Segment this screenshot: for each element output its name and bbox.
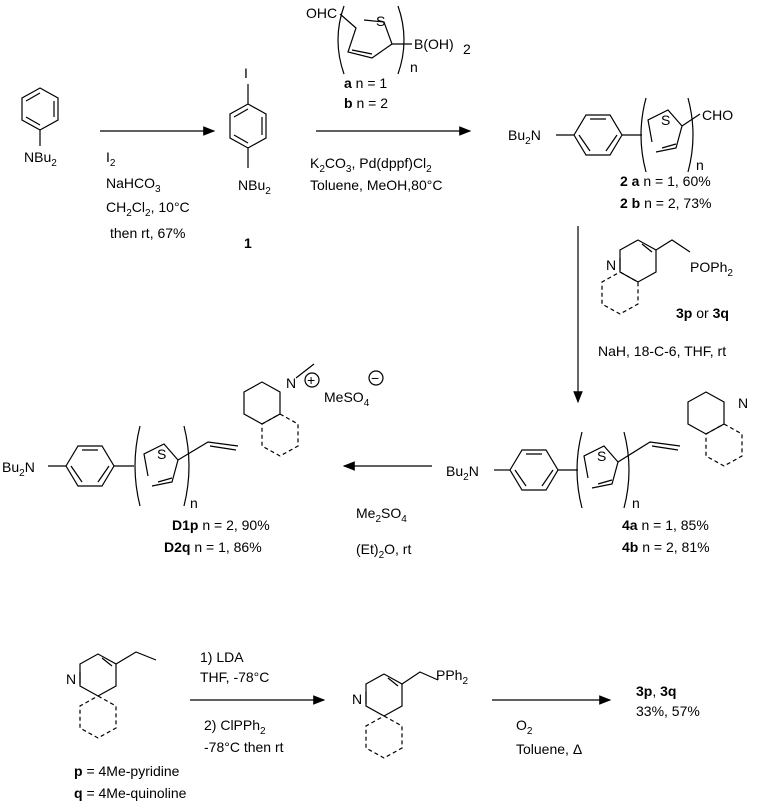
svg-text:CHO: CHO xyxy=(702,107,733,123)
svg-text:2 b n = 2, 73%: 2 b n = 2, 73% xyxy=(620,195,711,211)
lower-step2-conditions: O2 Toluene, Δ xyxy=(516,717,582,757)
svg-text:N: N xyxy=(738,395,748,411)
svg-text:S: S xyxy=(661,112,670,128)
svg-text:Toluene, MeOH,80°C: Toluene, MeOH,80°C xyxy=(310,177,442,193)
svg-text:S: S xyxy=(597,448,606,464)
phosphine-intermediate: N PPh2 xyxy=(352,667,468,759)
iodo-i: I xyxy=(244,65,248,81)
nbu2-label: NBu2 xyxy=(24,149,57,169)
svg-text:3p or 3q: 3p or 3q xyxy=(676,305,729,321)
svg-text:Bu2N: Bu2N xyxy=(446,463,479,483)
svg-text:-78°C then rt: -78°C then rt xyxy=(204,739,284,755)
phosphine-oxide-3: N POPh2 3p or 3q xyxy=(601,239,733,321)
svg-text:2 a n = 1, 60%: 2 a n = 1, 60% xyxy=(620,173,711,189)
step1-conditions: I2 NaHCO3 CH2Cl2, 10°C then rt, 67% xyxy=(106,149,190,241)
svg-text:p = 4Me-pyridine: p = 4Me-pyridine xyxy=(74,763,180,779)
svg-text:N: N xyxy=(66,671,76,687)
aldehyde-2: Bu2N S CHO n 2 a n = 1, 60% 2 b n = 2, 7… xyxy=(508,97,733,211)
step4-conditions: Me2SO4 (Et)2O, rt xyxy=(356,505,411,561)
iodo-aniline-1: I NBu2 1 xyxy=(229,65,271,251)
svg-text:PPh2: PPh2 xyxy=(436,667,468,687)
compound-1-number: 1 xyxy=(244,235,252,251)
step3-conditions: NaH, 18-C-6, THF, rt xyxy=(598,343,726,359)
svg-text:then rt, 67%: then rt, 67% xyxy=(110,225,186,241)
dye-d: Bu2N S N + MeSO4 − n D1p n = 2, 90% D2q … xyxy=(2,363,384,555)
iodo-nbu2: NBu2 xyxy=(238,177,271,197)
vinyl-4: Bu2N S N n 4a n = 1, 85% 4b n = 2, 81% xyxy=(446,391,748,555)
svg-text:1) LDA: 1) LDA xyxy=(200,649,244,665)
svg-text:Bu2N: Bu2N xyxy=(508,127,541,147)
cho-label: OHC xyxy=(306,5,337,21)
label-b: b n = 2 xyxy=(344,95,388,111)
svg-text:2) ClPPh2: 2) ClPPh2 xyxy=(204,717,266,737)
label-a: a n = 1 xyxy=(344,75,387,91)
svg-text:(Et)2O, rt: (Et)2O, rt xyxy=(356,541,411,561)
svg-text:I2: I2 xyxy=(106,149,116,169)
svg-text:q = 4Me-quinoline: q = 4Me-quinoline xyxy=(74,785,187,801)
svg-text:Toluene, Δ: Toluene, Δ xyxy=(516,741,582,757)
svg-text:K2CO3, Pd(dppf)Cl2: K2CO3, Pd(dppf)Cl2 xyxy=(310,155,432,175)
lower-products: 3p, 3q 33%, 57% xyxy=(636,683,700,719)
svg-text:CH2Cl2, 10°C: CH2Cl2, 10°C xyxy=(106,199,190,219)
thiophene-s: S xyxy=(376,13,385,29)
methyl-heterocycle: N p = 4Me-pyridine q = 4Me-quinoline xyxy=(66,651,187,801)
svg-text:−: − xyxy=(371,370,379,386)
svg-text:+: + xyxy=(307,372,315,388)
svg-text:3p, 3q: 3p, 3q xyxy=(636,683,676,699)
svg-text:THF, -78°C: THF, -78°C xyxy=(200,669,269,685)
svg-text:Me2SO4: Me2SO4 xyxy=(356,505,407,525)
boh-sub: 2 xyxy=(463,41,471,57)
svg-text:MeSO4: MeSO4 xyxy=(324,389,370,409)
step2-conditions: K2CO3, Pd(dppf)Cl2 Toluene, MeOH,80°C xyxy=(310,155,442,193)
svg-text:N: N xyxy=(606,257,616,273)
svg-text:4b n = 2, 81%: 4b n = 2, 81% xyxy=(622,539,710,555)
svg-text:N: N xyxy=(352,691,362,707)
svg-text:n: n xyxy=(190,495,198,511)
boronic-acid-reagent: OHC S B(OH) 2 n a n = 1 b n = 2 xyxy=(306,5,471,111)
svg-text:N: N xyxy=(286,375,296,391)
svg-text:S: S xyxy=(157,446,166,462)
boh-label: B(OH) xyxy=(414,36,454,52)
svg-text:4a n = 1, 85%: 4a n = 1, 85% xyxy=(622,517,709,533)
svg-text:33%, 57%: 33%, 57% xyxy=(636,703,700,719)
svg-text:n: n xyxy=(632,495,640,511)
n-butyl-aniline: NBu2 xyxy=(21,87,59,169)
svg-text:NaHCO3: NaHCO3 xyxy=(106,175,161,195)
svg-text:O2: O2 xyxy=(516,717,533,737)
svg-text:Bu2N: Bu2N xyxy=(2,459,35,479)
svg-text:POPh2: POPh2 xyxy=(690,259,733,279)
svg-text:D1p n = 2, 90%: D1p n = 2, 90% xyxy=(172,517,270,533)
lower-step1-conditions: 1) LDA THF, -78°C 2) ClPPh2 -78°C then r… xyxy=(200,649,284,755)
svg-text:n: n xyxy=(696,157,704,173)
svg-text:D2q n = 1, 86%: D2q n = 1, 86% xyxy=(164,539,262,555)
n-index: n xyxy=(410,59,418,75)
